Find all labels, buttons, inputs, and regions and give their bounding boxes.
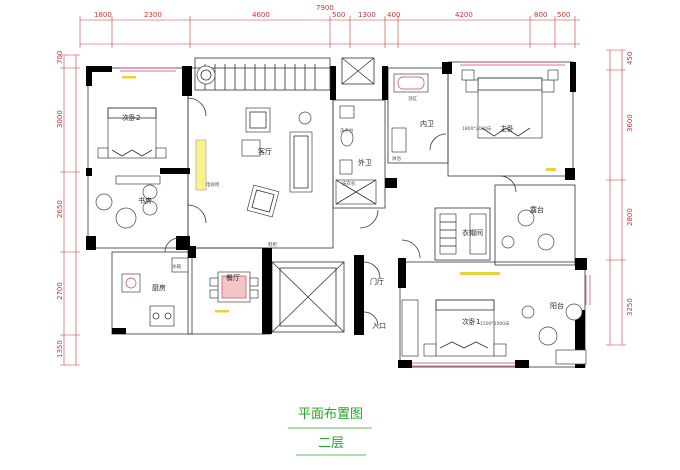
dim-right-2: 3600: [626, 114, 634, 132]
dim-right-3: 2800: [626, 208, 634, 226]
note-master-bed: 1800*2000床: [462, 125, 492, 132]
dim-top-8: 800: [534, 11, 547, 19]
dim-top-6: 400: [387, 11, 400, 19]
dim-total: 7900: [316, 4, 334, 12]
drawing-title: 平面布置图 二层: [288, 407, 372, 456]
dim-top-2: 2300: [144, 11, 162, 19]
label-foyer: 门厅: [370, 277, 384, 286]
label-cloak: 衣帽间: [462, 228, 483, 237]
label-entry: 入口: [372, 322, 386, 330]
label-kitchen: 厨房: [152, 283, 166, 292]
label-bath-out: 外卫: [358, 158, 372, 167]
note-tv: 电视柜: [206, 181, 220, 188]
note-shower: 淋浴: [392, 155, 401, 162]
label-balcony: 露台: [530, 205, 544, 214]
label-terrace: 阳台: [550, 301, 564, 310]
dim-left-2: 3000: [56, 110, 64, 128]
note-shoe: 鞋柜: [268, 241, 277, 248]
label-dining: 餐厅: [226, 273, 240, 282]
plan-subtitle: 二层: [318, 436, 344, 451]
note-fridge: 冰箱: [172, 263, 181, 270]
note-bathtub: 浴缸: [408, 95, 417, 102]
label-master: 主卧: [500, 124, 514, 133]
dim-left-3: 2650: [56, 200, 64, 218]
label-bedroom2: 次卧2: [122, 113, 140, 122]
dimension-right: 450 3600 2800 3250: [606, 49, 634, 346]
dimension-left: 700 3000 2650 2700 1350: [56, 51, 80, 366]
dim-left-4: 2700: [56, 282, 64, 300]
plan-title: 平面布置图: [298, 407, 363, 422]
note-bedroom1-bed: 1500*2000床: [480, 320, 510, 327]
dimension-top: 7900 1800 2300 4600 500 1300 400 4200 80…: [79, 4, 580, 48]
stairs: [194, 57, 375, 91]
label-living: 客厅: [258, 147, 272, 156]
label-study: 书房: [138, 196, 152, 205]
dim-left-1: 700: [56, 51, 64, 64]
dim-top-4: 500: [332, 11, 345, 19]
annotations: 1800*2000床 1500*2000床 电视柜 洗衣机 浴缸 洗手台 淋浴 …: [172, 95, 510, 327]
walls: [86, 61, 591, 368]
dim-top-9: 500: [557, 11, 570, 19]
dim-right-1: 450: [626, 52, 634, 65]
label-bath-in: 内卫: [420, 119, 434, 128]
dim-left-5: 1350: [56, 340, 64, 358]
note-washer: 洗衣机: [342, 180, 356, 187]
furniture: [95, 69, 587, 365]
dim-top-5: 1300: [358, 11, 376, 19]
dim-top-7: 4200: [455, 11, 473, 19]
dim-right-4: 3250: [626, 298, 634, 316]
dim-top-3: 4600: [252, 11, 270, 19]
label-bedroom1: 次卧1: [462, 317, 480, 326]
dim-top-1: 1800: [94, 11, 112, 19]
room-labels: 次卧2 书房 客厅 餐厅 厨房 外卫 内卫 主卧 衣帽间 露台 次卧1 阳台 门…: [122, 113, 564, 330]
note-sink: 洗手台: [340, 127, 354, 134]
